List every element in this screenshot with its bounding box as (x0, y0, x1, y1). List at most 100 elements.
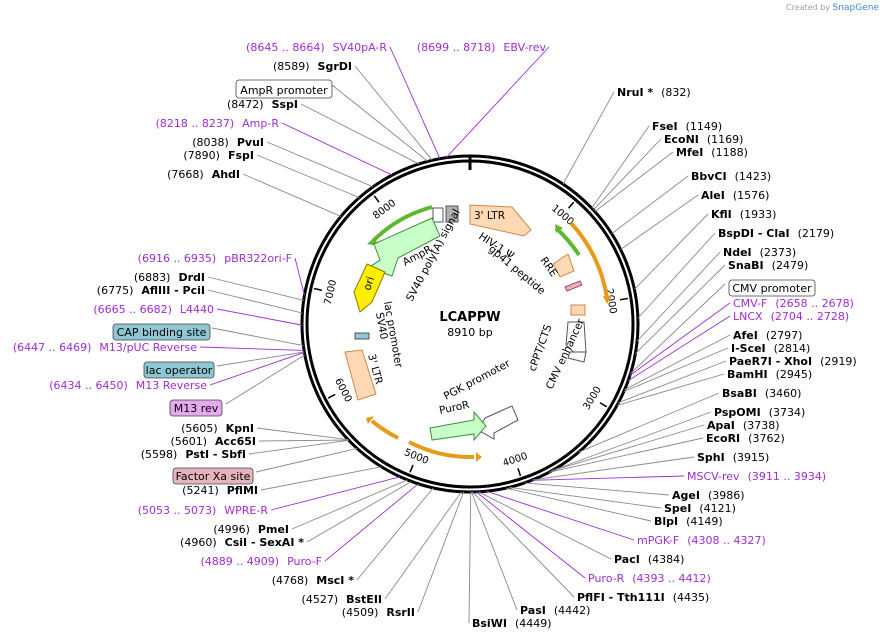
site-name: M13/pUC Reverse (99, 341, 197, 354)
site-label: PflFI - Tth111I(4435) (577, 591, 709, 604)
leader-line (634, 213, 709, 290)
leader-line (548, 437, 704, 473)
site-name: Amp-R (242, 117, 279, 130)
site-label: CMV-F(2658 .. 2678) (733, 297, 854, 310)
leader-line (624, 334, 731, 391)
site-name: EcoRI (706, 432, 740, 445)
site-name: MSCV-rev (687, 470, 740, 483)
site-position: (4509) (342, 606, 379, 619)
tick-label: 4000 (501, 451, 529, 469)
leader-line (531, 475, 685, 481)
leader-line (389, 46, 441, 159)
tick-mark (517, 468, 522, 477)
site-name: MscI * (316, 574, 354, 587)
site-name: BamHI (727, 368, 768, 381)
site-position: (4449) (515, 617, 552, 630)
site-label: (8218 .. 8237) Amp-R (156, 117, 280, 130)
leader-line (207, 276, 304, 301)
tick-label: 7000 (323, 279, 339, 306)
leader-line (225, 354, 306, 405)
leader-layer (199, 46, 731, 624)
three-ltr-top-label: 3' LTR (474, 210, 505, 222)
site-label: (8472)SspI (227, 98, 298, 111)
site-position: (2945) (776, 368, 813, 381)
site-position: (4308 .. 4327) (687, 534, 766, 547)
tick-mark (409, 464, 414, 473)
leader-line (211, 327, 304, 347)
site-name: RsrII (386, 606, 415, 619)
site-label: NruI *(832) (617, 86, 691, 99)
site-label: (5605)KpnI (181, 422, 254, 435)
leader-line (331, 84, 429, 162)
site-name: AflIII - PciI (141, 284, 205, 297)
site-name: SpeI (664, 502, 691, 515)
leader-line (594, 151, 674, 212)
site-name: EBV-rev (503, 41, 546, 54)
tick-mark (619, 297, 629, 301)
site-label: (5601)Acc65I (170, 435, 256, 448)
site-name: AhdI (212, 168, 240, 181)
site-label: (6883)DrdI (134, 271, 205, 284)
site-name: PacI (614, 553, 640, 566)
site-label: (4960)CsiI - SexAI * (180, 536, 304, 549)
site-position: (8472) (227, 98, 264, 111)
leader-line (356, 487, 434, 581)
site-position: (4768) (272, 574, 309, 587)
site-position: (4889 .. 4909) (201, 555, 280, 568)
pgk-promoter-label: PGK promoter (442, 357, 513, 402)
site-position: (4149) (686, 515, 723, 528)
tick-mark (313, 287, 322, 291)
site-name: KpnI (226, 422, 254, 435)
site-name: pBR322ori-F (224, 252, 292, 265)
leader-line (248, 439, 349, 455)
feature-label: CAP binding site (117, 326, 207, 339)
site-position: (8038) (192, 136, 229, 149)
site-label: SpeI(4121) (664, 502, 736, 515)
leader-line (255, 447, 358, 473)
site-label: PspOMI(3734) (714, 406, 805, 419)
site-label: (8589)SgrDI (273, 60, 352, 73)
leader-line (505, 487, 652, 522)
leader-line (324, 483, 419, 562)
leader-line (616, 373, 725, 406)
tick-mark (567, 201, 575, 209)
lac-small-box (354, 332, 370, 340)
site-name: AfeI (733, 329, 758, 342)
leader-line (468, 491, 472, 624)
site-label: BamHI (2945) (727, 368, 812, 381)
site-position: (4442) (554, 604, 591, 617)
cmv-promoter-arrow (567, 351, 587, 363)
feature-box-label (235, 79, 333, 99)
tick-mark (327, 393, 336, 399)
site-name: CMV-F (733, 297, 767, 310)
site-label: AgeI(3986) (672, 489, 745, 502)
site-name: BsiWI (472, 617, 507, 630)
site-position: (3762) (748, 432, 785, 445)
ori-arrow (353, 263, 386, 313)
rre-box (552, 253, 575, 278)
snapgene-logo: SnapGene (832, 3, 879, 13)
leader-line (199, 346, 305, 351)
plasmid-name: LCAPPW (439, 310, 500, 325)
green-arc-right-head (555, 224, 563, 233)
site-position: (3734) (769, 406, 806, 419)
orange-arc-left (370, 419, 399, 440)
site-name: FspI (228, 149, 254, 162)
site-name: AgeI (672, 489, 700, 502)
site-position: (4384) (648, 553, 685, 566)
site-label: PacI (4384) (614, 553, 684, 566)
leader-line (207, 289, 303, 314)
site-position: (8218 .. 8237) (156, 117, 235, 130)
feature-label: AmpR promoter (240, 84, 328, 97)
site-position: (6665 .. 6682) (93, 303, 172, 316)
leader-line (475, 491, 586, 579)
site-name: NruI * (617, 86, 653, 99)
tick-label: 8000 (371, 198, 398, 222)
site-name: WPRE-R (224, 504, 268, 517)
site-label: (8038)PvuI (192, 136, 264, 149)
site-label: MfeI(1188) (676, 146, 748, 159)
orange-arc-right (569, 221, 609, 299)
site-label: (6665 .. 6682)L4440 (93, 303, 214, 316)
orange-arc-left-head (366, 416, 374, 424)
leader-line (532, 456, 695, 481)
